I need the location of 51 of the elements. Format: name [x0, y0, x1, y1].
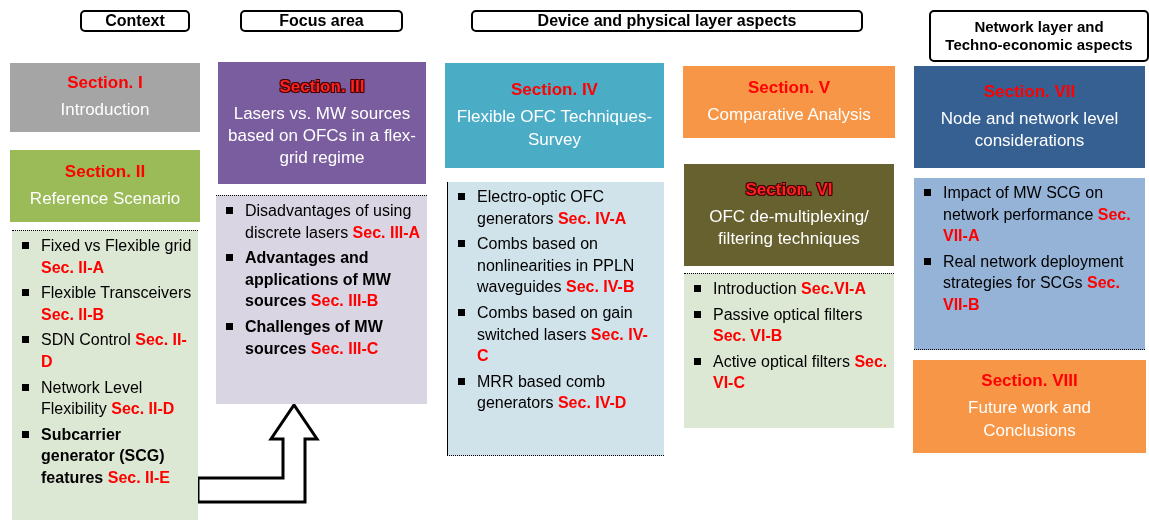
bullet-item: Electro-optic OFC generators Sec. IV-A	[477, 188, 627, 227]
section-box	[914, 66, 1145, 168]
bullet-item: MRR based comb generators Sec. IV-D	[477, 372, 627, 412]
bullet-item: Active optical filters Sec. VI-C	[713, 352, 888, 392]
bullet-item: Challenges of MW sources Sec. III-C	[245, 317, 383, 357]
section-title: OFC de-multiplexing/ filtering techniques	[708, 205, 870, 250]
section-title: Comparative Analysis	[707, 103, 871, 126]
section-number: Section. VII	[983, 81, 1076, 102]
column-heading: Network layer and Techno-economic aspects	[929, 10, 1149, 62]
section-title: Lasers vs. MW sources based on OFCs in a flex-grid regime	[227, 102, 417, 170]
section-box	[445, 63, 664, 168]
bullet-list-panel	[684, 273, 894, 428]
section-number: Section. VI	[745, 179, 833, 200]
section-title: Flexible OFC Techniques- Survey	[455, 106, 654, 151]
bullet-item: Combs based on gain switched lasers Sec. IV-C	[477, 303, 648, 365]
block-arrow	[196, 402, 320, 504]
bullet-list-panel	[447, 182, 664, 456]
section-number: Section. IV	[511, 80, 598, 101]
section-box	[913, 360, 1146, 453]
section-title: Reference Scenario	[29, 187, 181, 210]
section-number: Section. VIII	[981, 371, 1078, 392]
bullet-item: Disadvantages of using discrete lasers Sec. III-A	[245, 202, 421, 241]
bullet-list-panel	[216, 195, 427, 404]
section-box	[684, 164, 894, 266]
section-title: Future work and Conclusions	[967, 397, 1092, 442]
bullet-item: SDN Control Sec. II-D	[41, 331, 187, 370]
section-number: Section. II	[64, 161, 146, 182]
bullet-item: Introduction Sec.VI-A	[713, 280, 866, 297]
bullet-item: Subcarrier generator (SCG) features Sec. II-E	[41, 425, 170, 486]
section-box	[218, 62, 426, 184]
section-number: Section. I	[67, 73, 143, 94]
bullet-item: Passive optical filters Sec. VI-B	[713, 305, 863, 345]
column-heading: Context	[80, 10, 190, 32]
bullet-item: Impact of MW SCG on network performance Sec. VII-A	[943, 184, 1131, 245]
section-box	[10, 63, 200, 132]
column-heading: Device and physical layer aspects	[471, 10, 863, 32]
bullet-item: Real network deployment strategies for SCGs Sec. VII-B	[943, 252, 1124, 313]
bullet-item: Advantages and applications of MW sources Sec. III-B	[245, 249, 391, 310]
bullet-list-panel	[12, 230, 198, 520]
section-title: Introduction	[60, 99, 150, 122]
section-box	[683, 66, 895, 138]
bullet-item: Combs based on nonlinearities in PPLN waveguides Sec. IV-B	[477, 235, 635, 296]
section-title: Node and network level considerations	[939, 107, 1120, 152]
column-heading: Focus area	[240, 10, 403, 32]
bullet-item: Flexible Transceivers Sec. II-B	[41, 284, 192, 323]
section-number: Section. III	[279, 76, 365, 97]
bullet-item: Network Level Flexibility Sec. II-D	[41, 378, 175, 418]
section-number: Section. V	[747, 77, 831, 98]
bullet-item: Fixed vs Flexible grid Sec. II-A	[41, 237, 192, 276]
bullet-list-panel	[914, 178, 1145, 350]
section-box	[10, 150, 200, 222]
